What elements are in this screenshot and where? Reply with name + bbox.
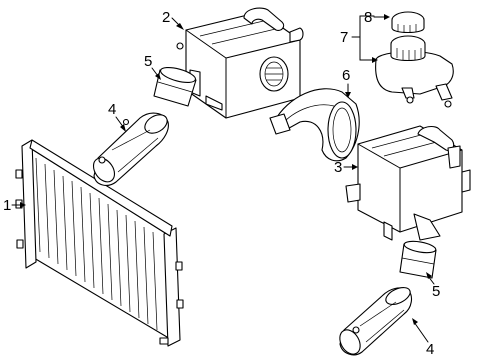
- intake-elbow-duct: [269, 88, 360, 162]
- callout-6: 6: [342, 67, 351, 98]
- callout-label: 1: [3, 197, 11, 214]
- radiator-core: [15, 139, 184, 347]
- lower-connector-hose: [399, 240, 437, 279]
- callout-label: 6: [342, 67, 350, 84]
- callout-7: 7: [340, 15, 378, 63]
- lower-charge-duct: [339, 287, 413, 356]
- callout-2: 2: [162, 9, 184, 30]
- callout-3: 3: [334, 159, 358, 176]
- callout-label: 8: [364, 9, 372, 26]
- upper-intercooler: [176, 7, 304, 119]
- callout-label: 3: [334, 159, 342, 176]
- upper-connector-hose: [153, 67, 197, 107]
- callout-label: 2: [162, 9, 170, 26]
- upper-charge-duct: [92, 112, 169, 186]
- callout-label: 5: [144, 53, 152, 70]
- callout-5-upper: 5: [144, 53, 161, 80]
- lower-intercooler: [345, 125, 471, 241]
- callout-4-upper: 4: [108, 101, 126, 132]
- callout-label: 4: [108, 101, 116, 118]
- callout-label: 5: [432, 283, 440, 300]
- callout-label: 7: [340, 29, 348, 46]
- callout-1: 1: [3, 197, 26, 214]
- callout-8: 8: [364, 9, 390, 26]
- callout-5-lower: 5: [426, 272, 440, 300]
- callout-label: 4: [426, 341, 434, 358]
- callout-4-lower: 4: [412, 318, 434, 358]
- coolant-reservoir: [375, 11, 454, 108]
